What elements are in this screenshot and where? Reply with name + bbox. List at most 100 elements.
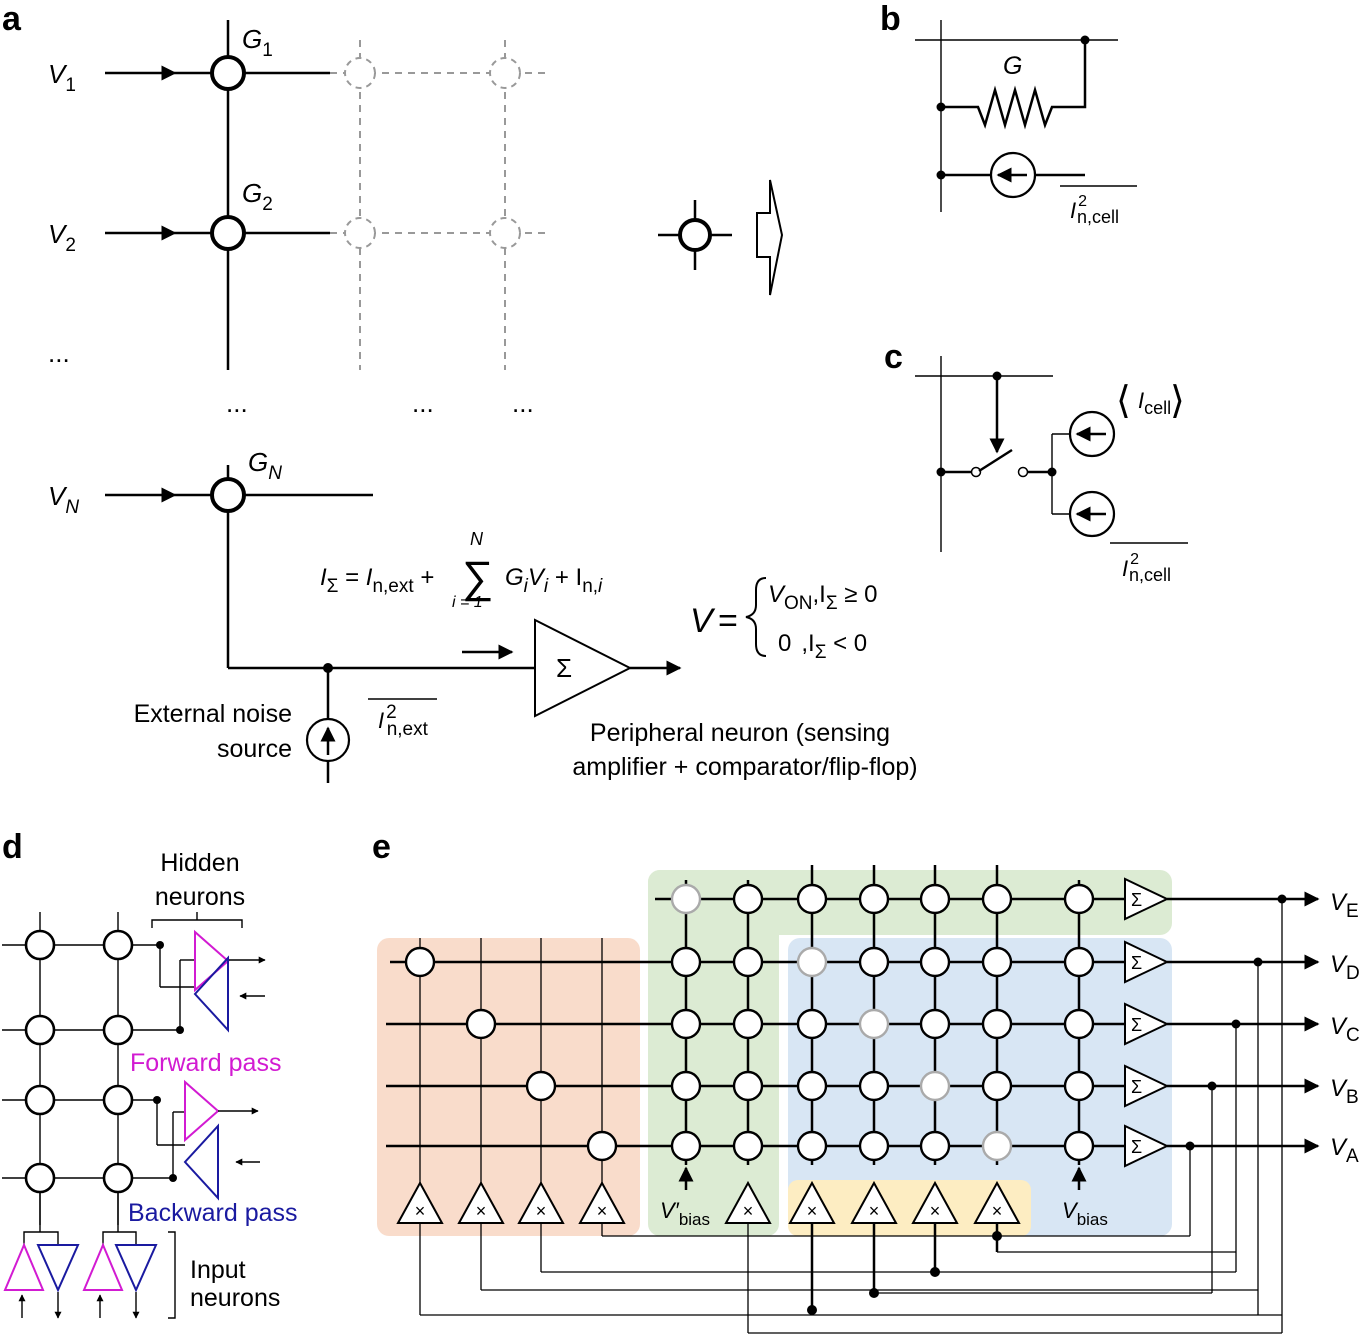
multiplier-symbol: × bbox=[415, 1201, 426, 1221]
svg-text:IΣ = In,ext +: IΣ = In,ext + bbox=[320, 564, 434, 597]
input-forward-neuron-2 bbox=[82, 1242, 124, 1291]
input-backward-neuron-1 bbox=[36, 1244, 80, 1293]
hidden-node bbox=[670, 946, 702, 978]
single-cell-symbol bbox=[678, 218, 712, 252]
hidden-node bbox=[732, 883, 764, 915]
panel-label-e: e bbox=[372, 828, 391, 866]
multiplier-symbol: × bbox=[597, 1201, 608, 1221]
output-equation: V = VON,IΣ ≥ 0 0,IΣ < 0 bbox=[690, 577, 877, 663]
hidden-node bbox=[732, 1070, 764, 1102]
weight-node bbox=[981, 1130, 1013, 1162]
weight-node bbox=[981, 946, 1013, 978]
hidden-node bbox=[670, 883, 702, 915]
hidden-node bbox=[732, 946, 764, 978]
svg-text:∑: ∑ bbox=[462, 553, 493, 602]
neuron-label-1: Peripheral neuron (sensing bbox=[590, 719, 890, 747]
noise-label-1: External noise bbox=[134, 700, 292, 728]
input-label-v2: V2 bbox=[48, 219, 76, 256]
multiplier-symbol: × bbox=[476, 1201, 487, 1221]
conductance-label-g1: G1 bbox=[242, 24, 273, 61]
svg-text:V: V bbox=[690, 602, 716, 640]
vbias-label: Vbias bbox=[1062, 1198, 1108, 1229]
forward-neuron-2 bbox=[184, 1079, 220, 1143]
multiplier-symbol: × bbox=[743, 1201, 754, 1221]
output-label-vd: VD bbox=[1330, 951, 1360, 984]
noise-label-2: source bbox=[217, 735, 292, 763]
output-amplifier bbox=[1124, 1124, 1170, 1168]
weight-node bbox=[919, 946, 951, 978]
multiplier-symbol: × bbox=[807, 1201, 818, 1221]
hidden-node bbox=[670, 1130, 702, 1162]
svg-text:i = 1: i = 1 bbox=[452, 594, 483, 611]
input-node bbox=[586, 1130, 618, 1162]
input-label-v1: V1 bbox=[48, 59, 76, 96]
backward-neuron-2 bbox=[183, 1123, 219, 1201]
forward-pass-label: Forward pass bbox=[130, 1049, 281, 1077]
hidden-row-node bbox=[981, 883, 1013, 915]
d-grid-nodes bbox=[24, 929, 134, 1194]
svg-text:GiVi + In,i: GiVi + In,i bbox=[505, 564, 603, 597]
amp-sigma: Σ bbox=[1131, 890, 1142, 910]
output-amplifier bbox=[1124, 1064, 1170, 1108]
weight-node bbox=[919, 1130, 951, 1162]
ellipsis-rows: ... bbox=[48, 338, 70, 368]
weight-node bbox=[796, 1070, 828, 1102]
amp-sigma: Σ bbox=[1131, 953, 1142, 973]
multiplier-symbol: × bbox=[992, 1201, 1003, 1221]
bias-node bbox=[1063, 1070, 1095, 1102]
weight-node bbox=[796, 1008, 828, 1040]
hidden-row-node bbox=[858, 883, 890, 915]
backward-pass-label: Backward pass bbox=[128, 1199, 298, 1227]
weight-node bbox=[858, 1130, 890, 1162]
conductance-node-1 bbox=[210, 55, 246, 91]
conductance-label-gn: GN bbox=[248, 447, 282, 484]
forward-neuron-1 bbox=[194, 929, 230, 993]
output-label-vc: VC bbox=[1330, 1013, 1360, 1046]
region-hidden-row bbox=[648, 870, 1172, 935]
weight-node bbox=[858, 946, 890, 978]
conductance-label-g2: G2 bbox=[242, 178, 273, 215]
bias-node bbox=[1063, 1008, 1095, 1040]
output-label-vb: VB bbox=[1330, 1075, 1359, 1108]
conductance-node-N bbox=[210, 477, 246, 513]
sum-equation: IΣ = In,ext + ∑ N i = 1 GiVi + In,i bbox=[320, 529, 603, 611]
input-node bbox=[404, 946, 436, 978]
amp-sigma: Σ bbox=[1131, 1015, 1142, 1035]
neuron-label-2: amplifier + comparator/flip-flop) bbox=[572, 753, 917, 781]
bias-node bbox=[1063, 1130, 1095, 1162]
weight-node bbox=[981, 1008, 1013, 1040]
bias-node bbox=[1063, 946, 1095, 978]
weight-node bbox=[919, 1008, 951, 1040]
angle-left: ⟨ bbox=[1116, 380, 1131, 422]
multiplier-symbol: × bbox=[930, 1201, 941, 1221]
panel-label-d: d bbox=[2, 828, 23, 866]
junction bbox=[992, 1231, 1002, 1241]
svg-text:VON,IΣ ≥ 0: VON,IΣ ≥ 0 bbox=[768, 581, 877, 614]
resistor-label-g: G bbox=[1003, 52, 1022, 80]
hidden-node bbox=[670, 1070, 702, 1102]
weight-node bbox=[919, 1070, 951, 1102]
svg-text:N: N bbox=[470, 529, 484, 549]
input-neurons-label-2: neurons bbox=[190, 1284, 280, 1312]
angle-right: ⟩ bbox=[1170, 380, 1185, 422]
peripheral-neuron-amplifier bbox=[534, 618, 633, 718]
hidden-node bbox=[670, 1008, 702, 1040]
input-forward-neuron-1 bbox=[3, 1242, 45, 1291]
output-amplifier bbox=[1124, 877, 1170, 921]
panel-a: a V1 V2 VN G1 G2 GN ... ... ... bbox=[2, 0, 918, 783]
panel-label-a: a bbox=[2, 0, 22, 38]
hidden-row-node bbox=[796, 883, 828, 915]
panel-label-c: c bbox=[884, 338, 903, 376]
panel-d: d Hidden neurons Forward bbox=[2, 828, 298, 1319]
vbias-prime-label: V′bias bbox=[660, 1198, 710, 1229]
input-node bbox=[525, 1070, 557, 1102]
region-multipliers bbox=[788, 1180, 1031, 1236]
backward-neuron-1 bbox=[193, 955, 229, 1033]
